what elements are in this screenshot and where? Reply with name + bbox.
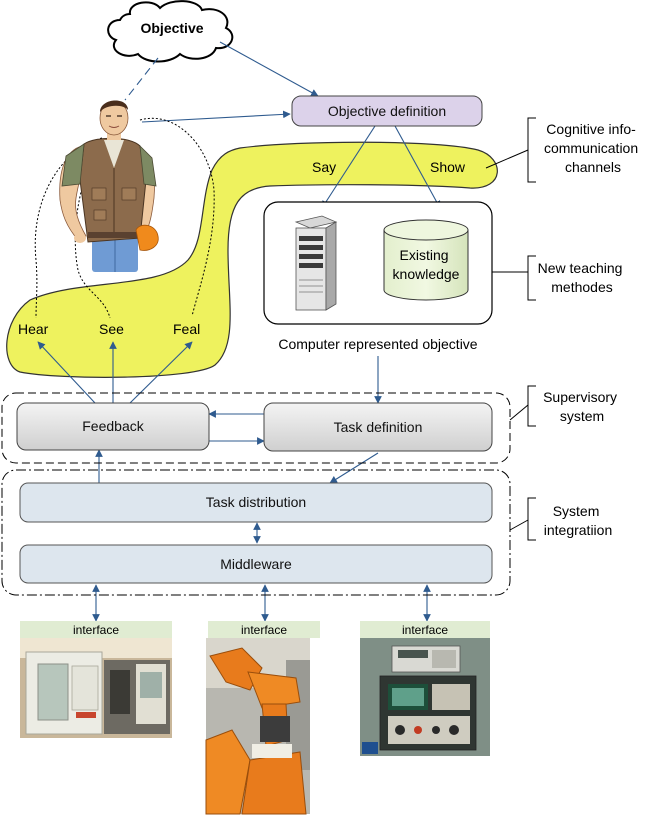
arrow-objective-to-definition (219, 41, 319, 97)
task-distribution-label: Task distribution (206, 494, 306, 510)
cognitive-label: Cognitive info- communication channels (544, 121, 642, 175)
objective-definition-box (291, 95, 483, 127)
cognitive-line-2: communication (544, 140, 638, 156)
show-label: Show (430, 159, 466, 175)
objective-label: Objective (140, 20, 203, 36)
arrow-feedback-to-hear (37, 341, 96, 404)
supervisory-line-2: system (560, 408, 604, 424)
cnc-machine-photo (20, 638, 172, 738)
teaching-bracket (527, 255, 536, 301)
integration-line-1: System (553, 503, 600, 519)
cognitive-bracket (527, 117, 536, 183)
integration-connector (509, 519, 529, 531)
middleware-label: Middleware (220, 556, 292, 572)
objective-cloud (107, 0, 234, 63)
teaching-line-1: New teaching (538, 260, 623, 276)
supervisory-bracket (527, 385, 536, 427)
person-illustration (59, 100, 159, 272)
interface-label-3: interface (402, 623, 448, 637)
integration-bracket (527, 497, 536, 541)
task-definition-label: Task definition (334, 419, 423, 435)
computer-represented-objective-label: Computer represented objective (278, 336, 477, 352)
feal-label: Feal (173, 321, 200, 337)
task-definition-box (263, 402, 493, 452)
cognitive-line-1: Cognitive info- (546, 121, 636, 137)
supervisory-line-1: Supervisory (543, 389, 617, 405)
interface-bar-1 (20, 621, 172, 638)
feedback-label: Feedback (82, 418, 144, 434)
side-connectors (485, 117, 536, 541)
teaching-line-2: methodes (551, 279, 612, 295)
interface-label-1: interface (73, 623, 119, 637)
control-panel-photo (360, 638, 490, 756)
existing-knowledge-line-2: knowledge (393, 266, 460, 282)
teaching-label: New teaching methodes (538, 260, 627, 295)
interface-bar-3 (360, 621, 490, 638)
supervisory-label: Supervisory system (543, 389, 621, 424)
see-label: See (99, 321, 124, 337)
arrow-definition-to-knowledge (394, 125, 441, 209)
arrow-task-definition-to-distribution (329, 452, 379, 484)
arrow-person-to-definition (141, 110, 291, 123)
existing-knowledge-database-icon (383, 219, 469, 301)
supervisory-system-container (1, 392, 511, 464)
existing-knowledge-label: Existing knowledge (393, 247, 460, 282)
system-integration-container (1, 469, 511, 596)
task-distribution-box (19, 482, 493, 523)
arrow-definition-to-computer (321, 125, 376, 209)
robot-arm-photo (205, 638, 310, 815)
middleware-box (19, 544, 493, 584)
existing-knowledge-line-1: Existing (400, 247, 449, 263)
server-icon (294, 215, 338, 311)
feedback-box (16, 402, 210, 451)
dashed-objective-to-person (124, 57, 159, 101)
communication-channel-band (6, 141, 498, 378)
integration-line-2: integratiion (544, 522, 613, 538)
objective-definition-label: Objective definition (328, 103, 446, 119)
supervisory-connector (509, 404, 529, 421)
integration-label: System integratiion (544, 503, 613, 538)
cognitive-line-3: channels (565, 159, 621, 175)
say-label: Say (312, 159, 336, 175)
hear-label: Hear (18, 321, 49, 337)
interface-panel-2: interface (205, 621, 320, 815)
cognitive-connector (485, 149, 529, 169)
interface-label-2: interface (241, 623, 287, 637)
interface-panel-3: interface (360, 621, 490, 756)
interface-panel-1: interface (20, 621, 172, 738)
interface-bar-2 (208, 621, 320, 638)
